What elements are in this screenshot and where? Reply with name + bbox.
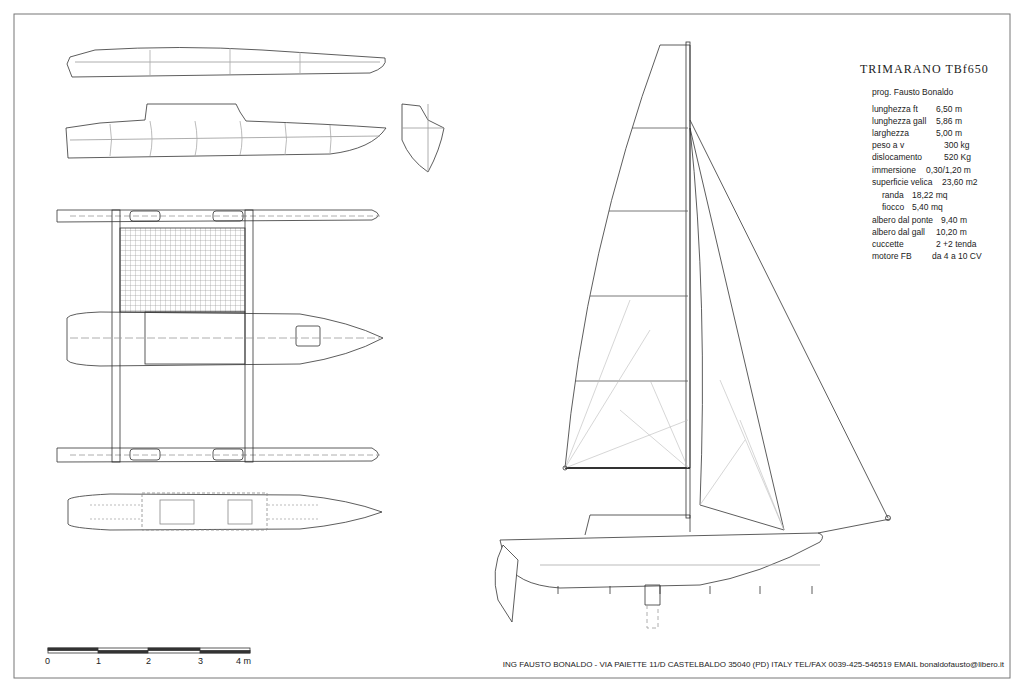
drawing-rect (112, 210, 120, 462)
hull-side (495, 515, 890, 628)
drawing-path (402, 104, 444, 172)
drawing-rect (130, 211, 160, 221)
drawing-rect (48, 648, 250, 653)
spec-name: cuccette (872, 240, 904, 249)
spec-name: peso a v (872, 141, 904, 150)
drawing-path (70, 338, 380, 339)
drawing-path (540, 565, 820, 566)
drawing-rect (130, 449, 160, 460)
drawing-rect (245, 210, 253, 462)
spec-value: 5,00 m (936, 129, 962, 138)
drawing-path (70, 136, 380, 140)
spec-name: albero dal gall (872, 228, 925, 237)
drawing-path (565, 45, 690, 468)
spec-name: larghezza (872, 129, 909, 138)
spec-value: 2 +2 tenda (936, 240, 976, 249)
drawing-path (647, 605, 658, 628)
scale-number: 3 (198, 657, 203, 666)
spec-name: motore FB (872, 252, 912, 261)
ama-profile (67, 48, 385, 78)
drawing-rect (686, 42, 690, 518)
drawing-path (495, 545, 518, 622)
drawing-path (150, 48, 300, 75)
spec-name: albero dal ponte (872, 216, 933, 225)
drawing-rect (296, 326, 320, 346)
drawing-rect (160, 500, 194, 524)
spec-value: 0,30/1,20 m (926, 166, 971, 175)
drawing-rect (120, 228, 245, 312)
spec-value: 23,60 m2 (942, 178, 977, 187)
drawing-circle (563, 466, 567, 470)
spec-value: 5,40 mq (912, 203, 943, 212)
spec-name: superficie velica (872, 178, 932, 187)
sheet-frame (14, 14, 1010, 678)
spec-value: 9,40 m (941, 216, 967, 225)
scale-number: 4 m (236, 657, 251, 666)
drawing-path (68, 494, 382, 530)
sail-plan (563, 42, 891, 530)
spec-value: 18,22 mq (912, 191, 947, 200)
spec-value: 5,86 m (936, 117, 962, 126)
spec-name: randa (882, 191, 904, 200)
drawing-rect (228, 500, 252, 524)
spec-value: 10,20 m (936, 228, 967, 237)
spec-name: immersione (872, 166, 916, 175)
spec-name: lunghezza ft (872, 105, 918, 114)
drawing-path (75, 62, 380, 63)
drawing-path (110, 121, 331, 156)
drawing-path (585, 515, 690, 535)
drawing-path (90, 505, 318, 519)
drawing-path (565, 467, 690, 469)
scale-number: 0 (45, 657, 50, 666)
drawing-path (402, 104, 444, 172)
drawing-path (575, 128, 688, 381)
scale-bar (48, 648, 250, 653)
drawing-rect (213, 449, 243, 460)
designer-note: prog. Fausto Bonaldo (872, 88, 953, 97)
drawing-rect (148, 648, 200, 651)
spec-value: 300 kg (944, 141, 970, 150)
drawing-rect (213, 211, 243, 221)
spec-name: dislocamento (872, 153, 922, 162)
drawing-path (690, 120, 888, 518)
drawing-rect (200, 651, 250, 654)
drawing-path (70, 216, 380, 455)
hull-underside (68, 493, 382, 530)
drawing-path (500, 533, 823, 588)
spec-value: da 4 a 10 CV (932, 252, 982, 261)
spec-value: 6,50 m (936, 105, 962, 114)
drawing-path (67, 312, 383, 366)
drawing-path (565, 300, 688, 468)
spec-value: 520 Kg (944, 153, 971, 162)
drawing-path (558, 586, 812, 594)
drawing-path (645, 585, 660, 605)
spec-name: lunghezza gall (872, 117, 926, 126)
drawing-title: TRIMARANO TBf650 (860, 63, 989, 75)
drawing-path (690, 128, 784, 530)
hull-profile (66, 104, 386, 158)
drawing-rect (48, 648, 98, 651)
scale-number: 1 (96, 657, 101, 666)
drawing-rect (98, 651, 148, 654)
drawing-path (66, 104, 386, 158)
drawing-rect (142, 493, 267, 530)
drawing-path (700, 380, 784, 530)
designer-address: ING FAUSTO BONALDO - VIA PAIETTE 11/D CA… (503, 661, 1004, 669)
scale-number: 2 (146, 657, 151, 666)
drawing-path (818, 519, 890, 533)
drawing-path (67, 48, 385, 78)
spec-name: fiocco (882, 203, 904, 212)
hull-section (402, 104, 444, 172)
plan-view (57, 210, 383, 462)
